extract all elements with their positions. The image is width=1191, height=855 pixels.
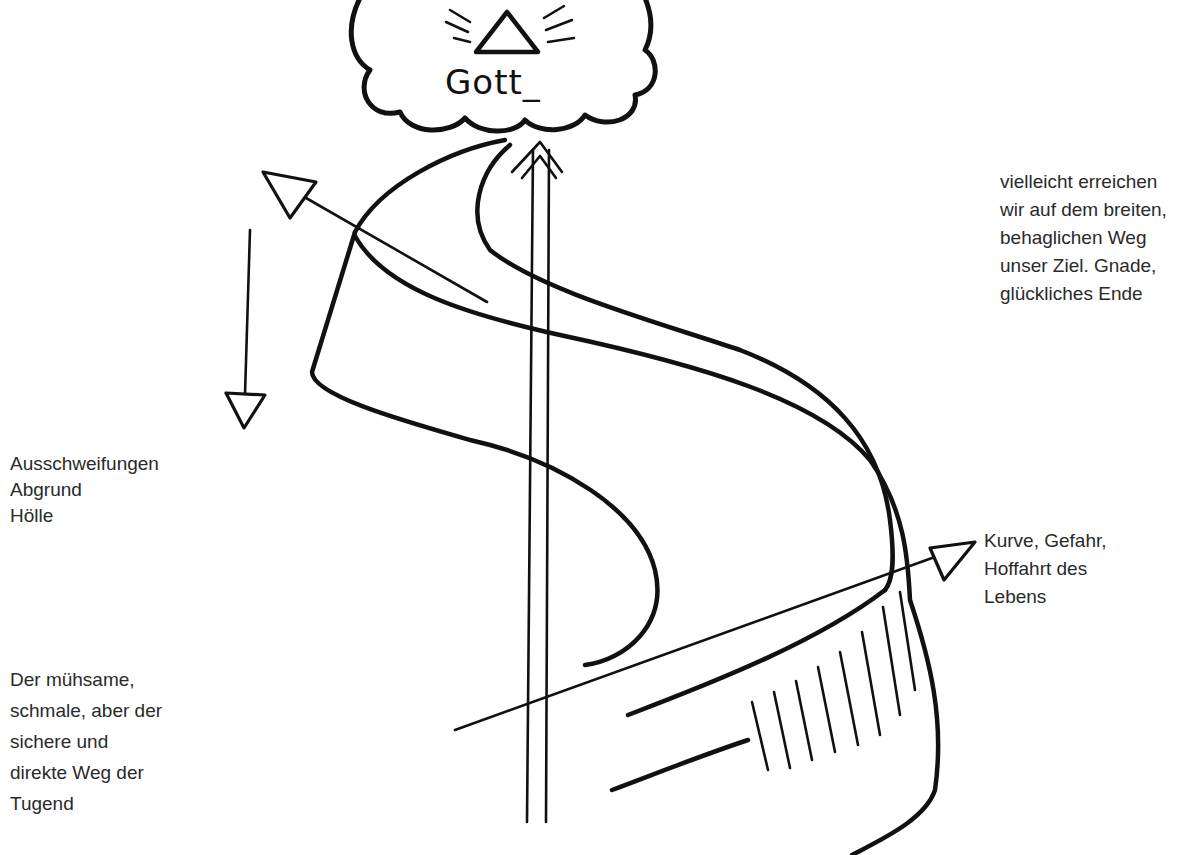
arrow-line [280,183,487,302]
cliff-hatching [752,592,915,770]
arrow-line [455,545,968,730]
hatch-line [818,667,835,752]
narrow-way-line [527,150,533,822]
annotation-text: Hölle [10,503,210,529]
road-edge [355,236,938,855]
arrow-head [512,142,562,172]
narrow-way-line [546,150,549,822]
road-edge [612,740,748,790]
trinity-triangle [476,12,538,52]
annotation-text: Abgrund [10,477,210,503]
road-edge [477,145,892,590]
road-edge [312,232,657,665]
annotation-text: Ausschweifungen [10,451,210,477]
annotation-text: Der mühsame, schmale, aber der sichere u… [10,664,166,819]
hatch-line [862,632,880,735]
hatch-line [796,681,812,760]
light-ray [454,38,470,42]
hatch-line [774,692,790,768]
cloud-node: Gott_ [350,0,660,135]
cloud-shape [351,0,655,131]
hatch-line [752,702,768,770]
light-ray [548,38,574,42]
arrow-head [522,156,556,178]
arrow-head [226,393,265,428]
annotation-text: vielleicht erreichen wir auf dem breiten… [1000,168,1182,308]
light-ray [446,22,468,32]
light-ray [546,20,572,30]
arrow-head [263,172,316,218]
light-ray [450,10,470,22]
light-ray [544,6,564,18]
hatch-line [883,607,900,715]
arrow-head [930,542,975,580]
arrow-line [245,230,250,395]
hatch-line [840,652,858,745]
hatch-line [900,592,915,690]
annotation-text: Kurve, Gefahr, Hoffahrt des Lebens [984,527,1109,611]
node-title: Gott_ [445,62,541,102]
